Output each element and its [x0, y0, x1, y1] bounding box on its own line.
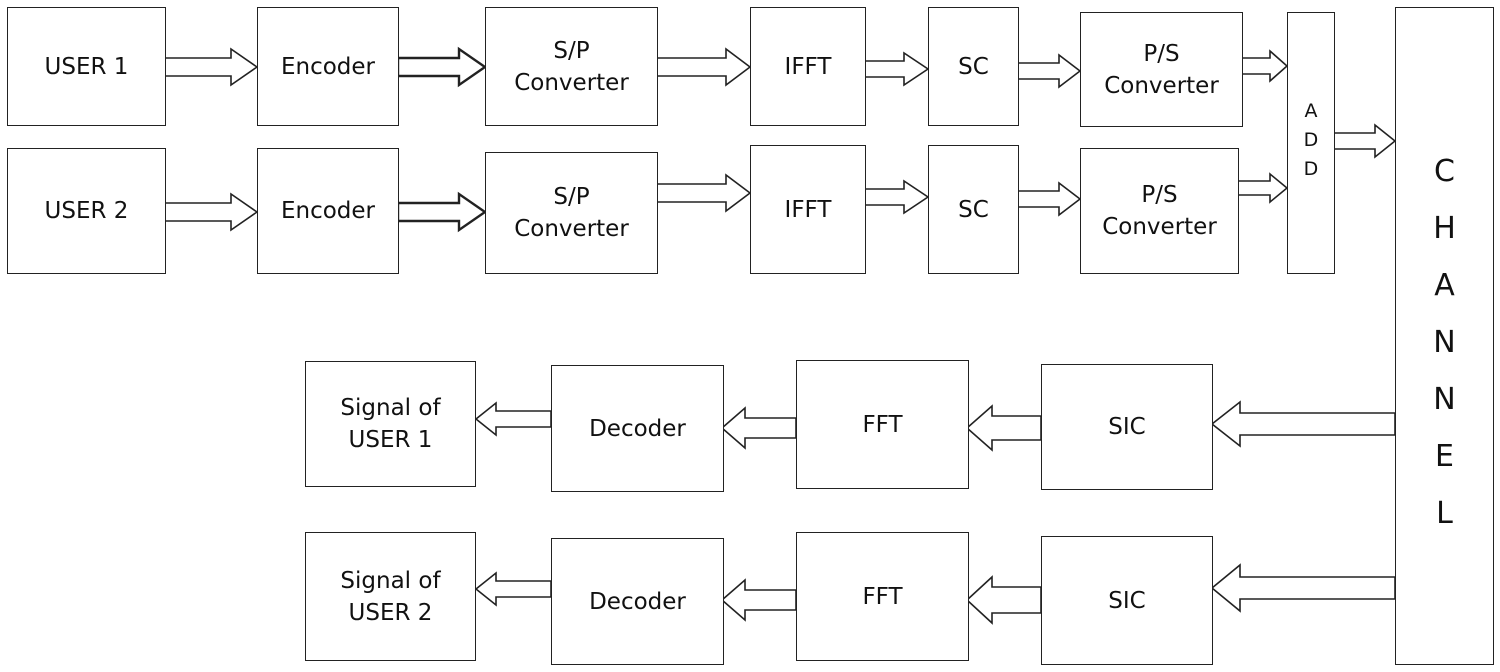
- user1-fft-block: FFT: [796, 360, 969, 489]
- arrow-ps2-to-add: [1237, 172, 1289, 204]
- arrow-user1-to-encoder: [164, 47, 259, 87]
- channel-letter-4: N: [1433, 325, 1456, 360]
- arrow-ifft2-to-sc: [864, 179, 930, 215]
- channel-letter-2: H: [1433, 211, 1456, 246]
- user2-ps-label-line2: Converter: [1102, 214, 1217, 240]
- user2-ps-converter-block: P/S Converter: [1080, 148, 1239, 274]
- user1-sp-label-line1: S/P: [553, 37, 590, 64]
- channel-letter-5: N: [1433, 382, 1456, 417]
- user1-fft-label: FFT: [862, 411, 903, 438]
- add-letter-3: D: [1303, 158, 1319, 180]
- arrow-encoder1-to-sp: [396, 46, 488, 88]
- arrow-ps1-to-add: [1241, 49, 1289, 83]
- user1-source-label: USER 1: [44, 53, 129, 80]
- user2-sic-block: SIC: [1041, 536, 1213, 665]
- user2-decoder-label: Decoder: [589, 588, 686, 615]
- user2-source-block: USER 2: [7, 148, 166, 274]
- user1-sp-converter-block: S/P Converter: [485, 7, 658, 126]
- arrow-channel-to-sic1: [1210, 400, 1396, 448]
- user2-fft-label: FFT: [862, 583, 903, 610]
- user1-signal-label-line2: USER 1: [348, 427, 433, 453]
- user2-sc-label: SC: [958, 196, 989, 223]
- user1-encoder-label: Encoder: [280, 53, 376, 80]
- arrow-fft2-to-decoder: [720, 578, 797, 622]
- user1-ifft-label: IFFT: [784, 53, 832, 80]
- user1-sc-label: SC: [958, 53, 989, 80]
- user2-encoder-label: Encoder: [280, 198, 376, 224]
- arrow-sp2-to-ifft: [656, 173, 752, 213]
- user2-decoder-block: Decoder: [551, 538, 724, 665]
- arrow-sp1-to-ifft: [656, 47, 752, 87]
- user1-ps-label-line2: Converter: [1104, 72, 1219, 99]
- user2-signal-output-block: Signal of USER 2: [305, 532, 476, 661]
- user1-source-block: USER 1: [7, 7, 166, 126]
- user1-decoder-label: Decoder: [589, 415, 686, 442]
- arrow-user2-to-encoder: [164, 192, 259, 232]
- arrow-sic2-to-fft: [965, 575, 1042, 625]
- add-letter-2: D: [1303, 129, 1319, 151]
- channel-letter-1: C: [1434, 154, 1455, 189]
- user1-sc-block: SC: [928, 7, 1019, 126]
- user2-ifft-label: IFFT: [784, 196, 832, 223]
- arrow-sc1-to-ps: [1017, 53, 1082, 89]
- user1-ps-converter-block: P/S Converter: [1080, 12, 1243, 127]
- add-block: A D D: [1287, 12, 1335, 274]
- add-letter-1: A: [1304, 100, 1318, 122]
- user2-sp-label-line1: S/P: [553, 184, 590, 210]
- user1-encoder-block: Encoder: [257, 7, 399, 126]
- user1-sp-label-line2: Converter: [514, 69, 629, 96]
- user2-ps-label-line1: P/S: [1141, 182, 1178, 208]
- user2-sp-label-line2: Converter: [514, 216, 629, 242]
- arrow-sc2-to-ps: [1017, 181, 1082, 217]
- arrow-ifft1-to-sc: [864, 51, 930, 87]
- user2-sc-block: SC: [928, 145, 1019, 274]
- user2-sp-converter-block: S/P Converter: [485, 152, 658, 274]
- channel-block: C H A N N E L: [1395, 7, 1494, 665]
- arrow-decoder1-to-signal: [474, 401, 552, 437]
- user2-ifft-block: IFFT: [750, 145, 866, 274]
- user1-ifft-block: IFFT: [750, 7, 866, 126]
- user2-encoder-block: Encoder: [257, 148, 399, 274]
- arrow-fft1-to-decoder: [720, 406, 797, 450]
- user1-sic-block: SIC: [1041, 364, 1213, 490]
- user2-fft-block: FFT: [796, 532, 969, 661]
- user1-sic-label: SIC: [1108, 414, 1146, 440]
- user1-signal-output-block: Signal of USER 1: [305, 361, 476, 487]
- user1-decoder-block: Decoder: [551, 365, 724, 492]
- user2-source-label: USER 2: [44, 198, 129, 224]
- arrow-encoder2-to-sp: [396, 191, 488, 233]
- user2-sic-label: SIC: [1108, 587, 1146, 614]
- user2-signal-label-line2: USER 2: [348, 599, 433, 626]
- channel-letter-3: A: [1434, 268, 1455, 303]
- arrow-sic1-to-fft: [965, 404, 1042, 452]
- arrow-decoder2-to-signal: [474, 571, 552, 607]
- arrow-add-to-channel: [1333, 123, 1397, 159]
- user2-signal-label-line1: Signal of: [340, 567, 441, 594]
- channel-letter-7: L: [1436, 496, 1453, 531]
- arrow-channel-to-sic2: [1210, 563, 1396, 613]
- user1-signal-label-line1: Signal of: [340, 395, 441, 421]
- channel-letter-6: E: [1435, 439, 1454, 474]
- user1-ps-label-line1: P/S: [1143, 40, 1180, 67]
